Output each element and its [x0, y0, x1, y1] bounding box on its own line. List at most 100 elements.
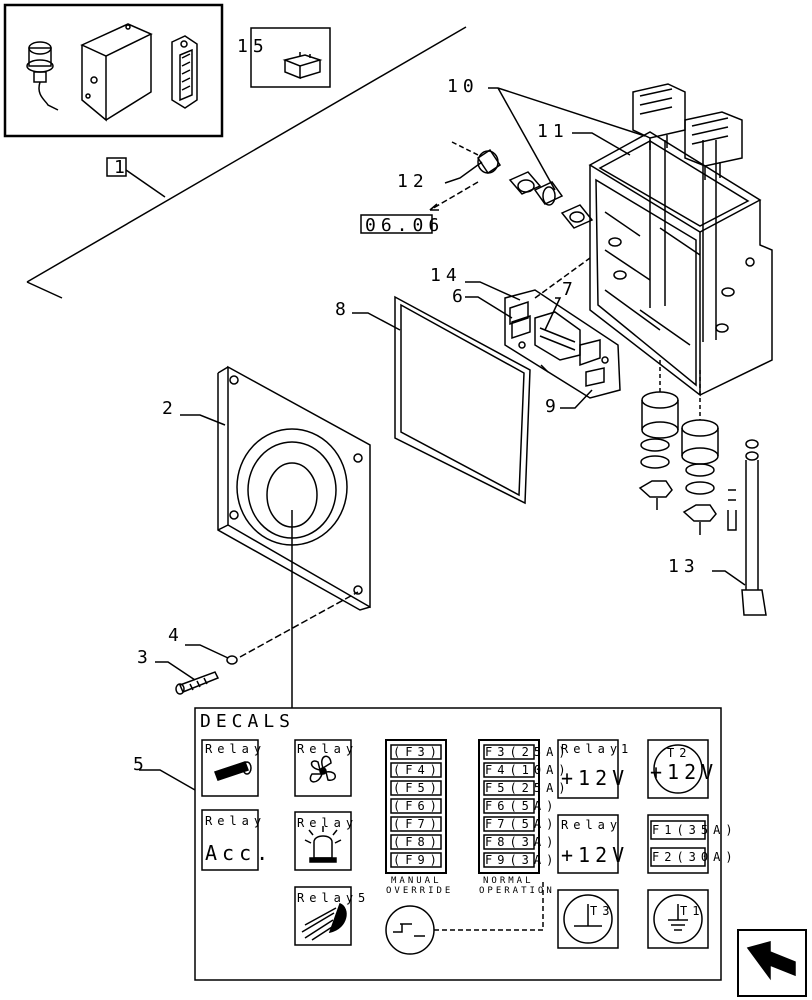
fuse-slots-left — [390, 744, 442, 868]
plus12v-label-1: +12V — [561, 766, 629, 790]
relay-label-1: Relay — [205, 742, 266, 756]
leader-6 — [465, 296, 513, 319]
f2-label: F2(30A) — [652, 850, 738, 864]
reference-box — [360, 214, 433, 234]
relay-number-5: 5 — [358, 891, 370, 905]
override-label: OVERRIDE — [386, 886, 453, 896]
seal-stacks — [638, 360, 719, 535]
ground-icon-t1 — [653, 894, 703, 944]
beacon-icon — [304, 826, 342, 863]
callout-3: 3 — [137, 647, 153, 668]
manual-label: MANUAL — [391, 876, 442, 886]
fuse-slots-right — [483, 744, 535, 868]
leader-12 — [444, 161, 483, 184]
fuse-right-f4: F4(10A) — [485, 763, 571, 777]
front-cover — [217, 365, 371, 611]
callout-11: 11 — [537, 121, 569, 142]
fuse-left-f3: (F3) — [393, 745, 442, 759]
fuse-right-f3: F3(25A) — [485, 745, 571, 759]
callout-10: 10 — [447, 76, 479, 97]
screw-washer — [175, 655, 238, 695]
inset-box — [3, 3, 224, 138]
sensor-icon — [26, 41, 59, 111]
relay-label-7: Relay — [561, 818, 622, 832]
decal-fuses-manual — [385, 739, 447, 874]
f2-slot — [650, 847, 706, 867]
cable-harness — [727, 439, 767, 616]
f1-label: F1(35A) — [652, 823, 738, 837]
decal-relay-12v — [557, 814, 619, 874]
decals-frame — [194, 707, 722, 981]
relay-label-4: Relay — [297, 816, 358, 830]
leader-14 — [465, 281, 521, 301]
decal-relay-acc — [201, 809, 259, 871]
ground-icon-t3 — [563, 894, 613, 944]
nav-arrow-icon — [737, 929, 807, 997]
arrow-12 — [429, 203, 439, 211]
callout-9: 9 — [545, 396, 561, 417]
t3-label: T3 — [590, 904, 614, 918]
leader-13 — [712, 570, 746, 586]
gasket — [394, 295, 531, 505]
dashed-switch — [434, 881, 544, 931]
housing-box — [588, 131, 773, 397]
leader-10b — [497, 87, 556, 191]
leader-5 — [139, 769, 196, 791]
fuse-left-f9: (F9) — [393, 853, 442, 867]
callout-5: 5 — [133, 754, 149, 775]
relay-label-6: Relay — [561, 742, 622, 756]
dashed-top — [451, 141, 479, 156]
fuse-left-f5: (F5) — [393, 781, 442, 795]
leader-11 — [572, 132, 631, 156]
reference-text: 06.06 — [365, 215, 444, 236]
fuse-left-f8: (F8) — [393, 835, 442, 849]
t1-label: T1 — [680, 904, 704, 918]
callout-14: 14 — [430, 265, 462, 286]
decal-relay1-12v — [557, 739, 619, 799]
leader-9 — [560, 389, 593, 409]
operation-label: OPERATION — [479, 886, 555, 896]
relay-number-1: 1 — [621, 742, 633, 756]
t2-circle — [653, 744, 703, 794]
leader-3 — [155, 661, 196, 681]
fuse-right-f7: F7(5A) — [485, 817, 558, 831]
fuse-right-f6: F6(5A) — [485, 799, 558, 813]
callout-7: 7 — [562, 279, 578, 300]
assembly-line — [26, 26, 467, 299]
leader-7 — [544, 297, 562, 331]
callout-4: 4 — [168, 625, 184, 646]
fuse-left-f6: (F6) — [393, 799, 442, 813]
leader-4 — [185, 644, 229, 659]
decal-ground-t1 — [647, 889, 709, 949]
gland-parts — [476, 148, 594, 229]
decal-f1-f2 — [647, 814, 709, 874]
callout-12: 12 — [397, 171, 429, 192]
fan-icon — [309, 755, 336, 783]
decal-fuses-normal — [478, 739, 540, 874]
decal-relay-fan — [294, 739, 352, 797]
f1-slot — [650, 820, 706, 840]
t2-label: T2 — [667, 746, 691, 760]
callout-13: 13 — [668, 556, 700, 577]
decals-title: DECALS — [200, 711, 295, 732]
callout-2: 2 — [162, 398, 178, 419]
callout-1: 1 — [114, 157, 130, 178]
horn-icon — [214, 761, 252, 781]
relay-label-2: Relay — [205, 814, 266, 828]
callout-6: 6 — [452, 286, 468, 307]
dashed-screw — [239, 591, 359, 658]
fuse-inset — [250, 27, 331, 88]
dashed-14 — [534, 257, 591, 299]
plus12v-label-3: +12V — [650, 760, 718, 784]
top-connectors — [632, 83, 743, 180]
fuse-right-f8: F8(3A) — [485, 835, 558, 849]
acc-label: Acc. — [205, 841, 273, 865]
circuit-board — [504, 289, 621, 399]
relay-label-5: Relay — [297, 891, 358, 905]
normal-label: NORMAL — [483, 876, 534, 886]
switch-icon — [385, 905, 435, 955]
dashed-12 — [429, 181, 479, 211]
decal-relay-horn — [201, 739, 259, 797]
callout-15: 15 — [237, 36, 269, 57]
